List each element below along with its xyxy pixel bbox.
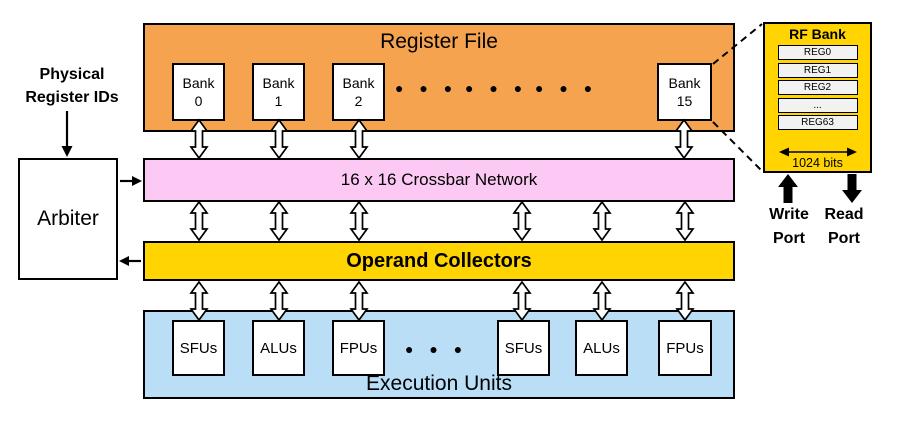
- physical-register-ids-line2: Register IDs: [25, 89, 119, 106]
- arbiter-label: Arbiter: [37, 207, 99, 230]
- bank-15-label: Bank: [668, 75, 701, 91]
- execution-units-title: Execution Units: [366, 372, 512, 395]
- rf-ellipsis-3: ● ● ●: [535, 80, 599, 96]
- bank-2: Bank 2: [332, 63, 385, 121]
- physical-register-ids-label: Physical Register IDs: [8, 63, 136, 109]
- unit-alus-right: ALUs: [575, 320, 628, 376]
- unit-sfus-left: SFUs: [172, 320, 225, 376]
- bank-2-label: Bank: [342, 75, 375, 91]
- bank-0-number: 0: [194, 93, 203, 109]
- crossbar-oc-arrow-1: [189, 200, 209, 242]
- read-port-label: Read Port: [816, 203, 872, 251]
- bank-width-label: 1024 bits: [792, 156, 843, 170]
- bank-1-label: Bank: [262, 75, 295, 91]
- crossbar-box: 16 x 16 Crossbar Network: [143, 158, 735, 202]
- arbiter-box: Arbiter: [18, 158, 118, 280]
- reg-row-63: REG63: [777, 115, 858, 130]
- rf-bank-box: RF Bank REG0 REG1 REG2 ... REG63: [763, 22, 872, 173]
- rf-ellipsis-1: ● ● ●: [395, 80, 459, 96]
- read-port-arrow: [842, 174, 862, 203]
- arbiter-crossbar-arrow-head: [132, 176, 142, 186]
- unit-alus-left: ALUs: [252, 320, 305, 376]
- unit-sfus-right: SFUs: [497, 320, 550, 376]
- rf-bank-rows: REG0 REG1 REG2 ... REG63: [765, 45, 870, 130]
- eu-ellipsis: ● ● ●: [405, 341, 469, 357]
- crossbar-oc-arrow-2: [269, 200, 289, 242]
- unit-fpus-right: FPUs: [658, 320, 712, 376]
- pri-arbiter-arrow-head: [61, 146, 73, 157]
- operand-collectors-label: Operand Collectors: [346, 249, 532, 272]
- reg-row-ellipsis: ...: [777, 97, 858, 113]
- bank-1-number: 1: [274, 93, 283, 109]
- bank-2-number: 2: [354, 93, 363, 109]
- read-port-line2: Port: [828, 230, 860, 247]
- write-port-label: Write Port: [760, 203, 818, 251]
- reg-row-0: REG0: [777, 45, 858, 60]
- rf-ellipsis-2: ● ● ●: [465, 80, 529, 96]
- reg-row-2: REG2: [777, 80, 858, 95]
- bank-0: Bank 0: [172, 63, 225, 121]
- physical-register-ids-line1: Physical: [39, 66, 105, 83]
- crossbar-oc-arrow-3: [349, 200, 369, 242]
- crossbar-oc-arrow-5: [592, 200, 612, 242]
- write-port-arrow: [778, 174, 798, 203]
- bank-15: Bank 15: [657, 63, 712, 121]
- execution-units-box: Execution Units: [143, 310, 735, 399]
- bank-0-label: Bank: [182, 75, 215, 91]
- bank-15-number: 15: [676, 93, 693, 109]
- oc-arbiter-arrow-head: [119, 256, 129, 266]
- unit-fpus-left: FPUs: [332, 320, 385, 376]
- crossbar-label: 16 x 16 Crossbar Network: [340, 170, 538, 189]
- register-file-box: Register File: [143, 23, 735, 132]
- operand-collectors-box: Operand Collectors: [143, 241, 735, 281]
- crossbar-oc-arrow-4: [512, 200, 532, 242]
- bank-1: Bank 1: [252, 63, 305, 121]
- reg-row-1: REG1: [777, 62, 858, 78]
- rf-bank-title: RF Bank: [789, 26, 846, 42]
- write-port-line1: Write: [769, 206, 809, 223]
- crossbar-oc-arrow-6: [675, 200, 695, 242]
- register-file-title: Register File: [380, 30, 498, 53]
- read-port-line1: Read: [824, 206, 864, 223]
- write-port-line2: Port: [773, 230, 805, 247]
